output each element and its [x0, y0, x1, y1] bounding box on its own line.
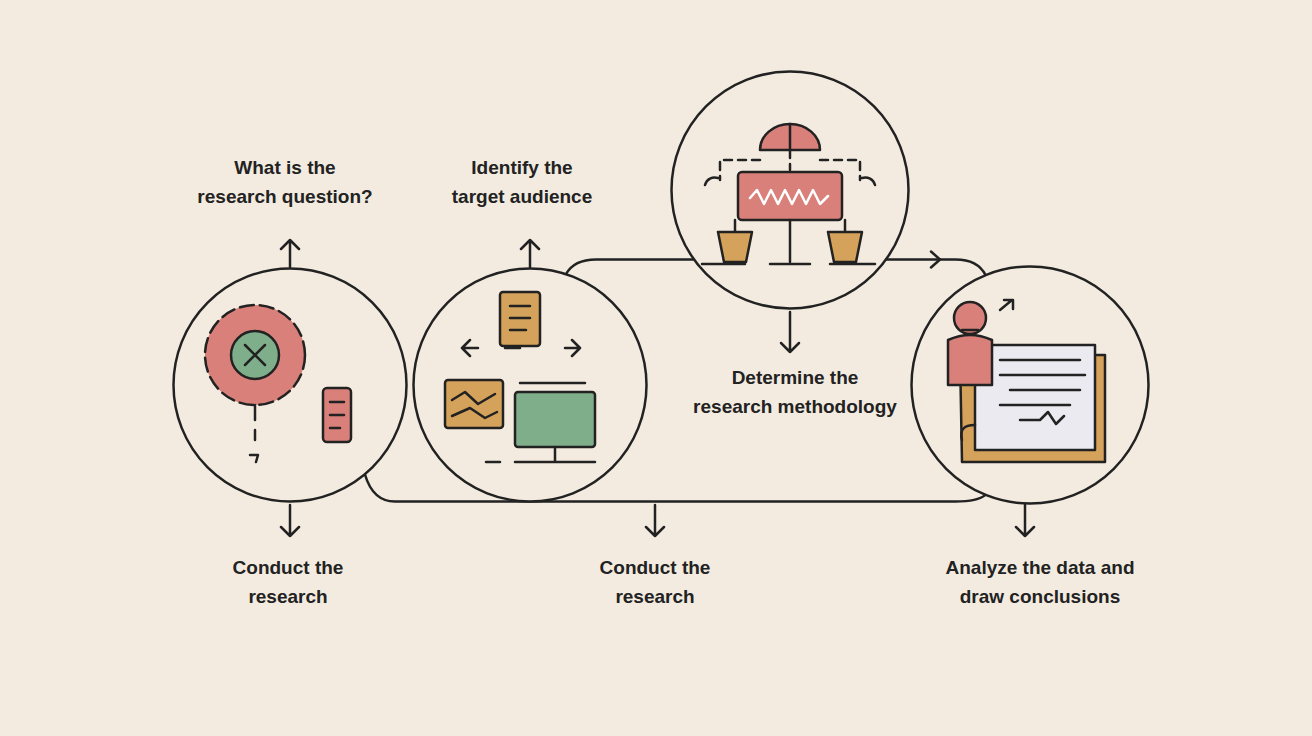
connector [365, 474, 986, 501]
question-icon [205, 305, 351, 462]
down-arrow [281, 505, 299, 536]
down-arrow [1016, 505, 1034, 536]
methodology-icon [702, 124, 875, 264]
step-circle: Determine the research methodology [670, 70, 910, 310]
step-caption: Conduct the research [208, 553, 368, 611]
step-circle: What is the research question?Conduct th… [172, 267, 408, 503]
step-circle: Identify the target audience [412, 267, 648, 503]
arrowhead [931, 252, 940, 268]
circle-outline [910, 265, 1150, 505]
analysis-icon [948, 300, 1105, 462]
step-title: What is the research question? [175, 153, 395, 211]
up-arrow [281, 240, 299, 267]
step-title: Analyze the data and draw conclusions [925, 553, 1155, 611]
circle-outline [412, 267, 648, 503]
audience-icon [445, 292, 595, 462]
down-arrow [646, 505, 664, 536]
circle-shape [174, 269, 407, 502]
step-title: Determine the research methodology [680, 363, 910, 421]
circle-shape [672, 72, 909, 309]
circle-outline [172, 267, 408, 503]
circle-shape [414, 269, 647, 502]
step-circle: Analyze the data and draw conclusions [910, 265, 1150, 505]
down-arrow [781, 312, 799, 352]
step-label: Conduct the research [575, 553, 735, 611]
step-title: Identify the target audience [427, 153, 617, 211]
connector-line [365, 474, 986, 501]
circle-outline [670, 70, 910, 310]
up-arrow [521, 240, 539, 267]
circle-shape [912, 267, 1149, 504]
